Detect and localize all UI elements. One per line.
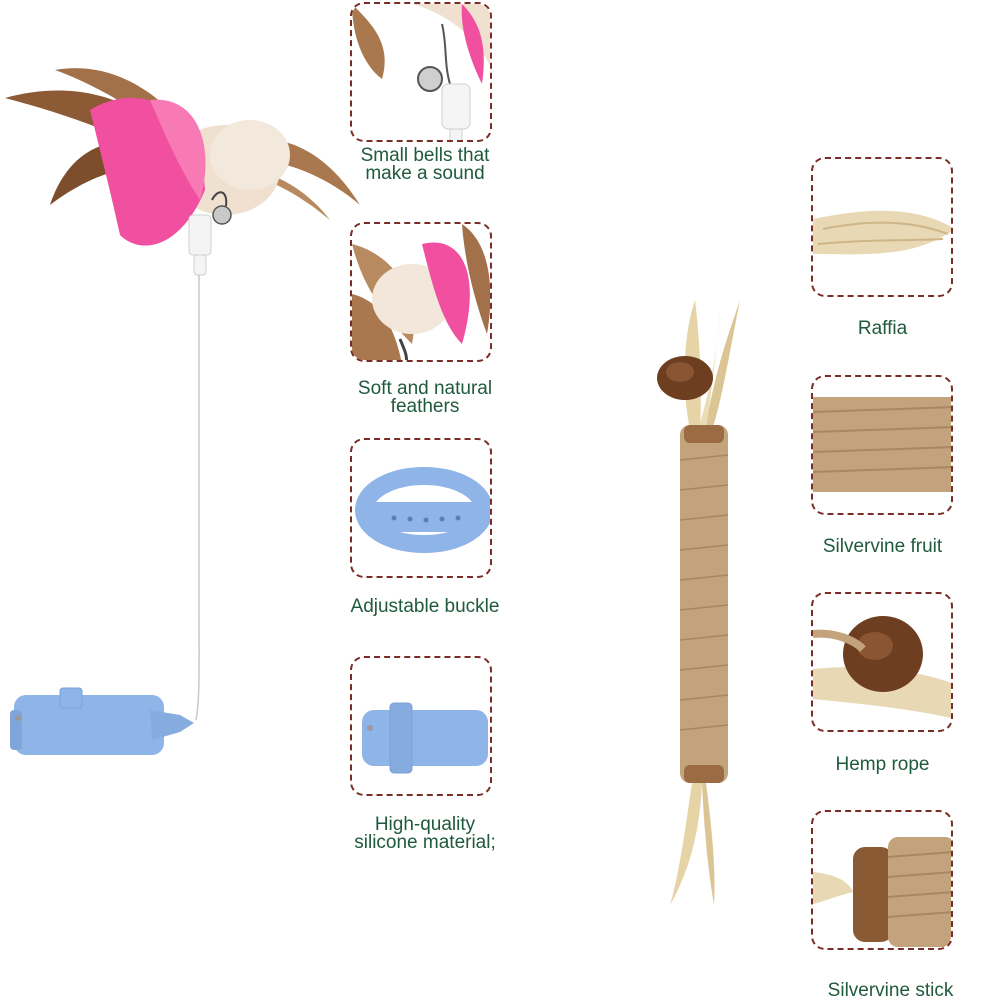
buckle-caption: Adjustable buckle (350, 596, 500, 617)
silicone-caption: High-quality silicone material; (325, 814, 525, 853)
feathers-caption-line-2: feathers (390, 396, 460, 417)
silicone-detail-image (350, 656, 492, 796)
silicone-caption-line-2: silicone material; (354, 832, 496, 853)
bells-caption-line-1: Small bells that (360, 145, 490, 166)
raffia-caption: Raffia (857, 318, 908, 339)
silvervine-fruit-detail-image (811, 375, 953, 515)
silvervine-stick-detail-image (811, 810, 953, 950)
feathers-detail-image (350, 222, 492, 362)
hemp-rope-caption: Hemp rope (835, 754, 930, 775)
bells-caption-line-2: make a sound (365, 163, 485, 184)
raffia-detail-image (811, 157, 953, 297)
feathers-caption-line-1: Soft and natural (357, 378, 493, 399)
bells-caption: Small bells that make a sound (330, 145, 520, 184)
hemp-rope-detail-image (811, 592, 953, 732)
feather-wand-toy (0, 50, 380, 770)
silvervine-stick-caption: Silvervine stick (827, 980, 954, 1001)
silicone-caption-line-1: High-quality (374, 814, 476, 835)
silvervine-fruit-caption: Silvervine fruit (822, 536, 943, 557)
buckle-detail-image (350, 438, 492, 578)
bells-detail-image (350, 2, 492, 142)
silvervine-stick-toy (640, 290, 760, 910)
feathers-caption: Soft and natural feathers (330, 378, 520, 417)
